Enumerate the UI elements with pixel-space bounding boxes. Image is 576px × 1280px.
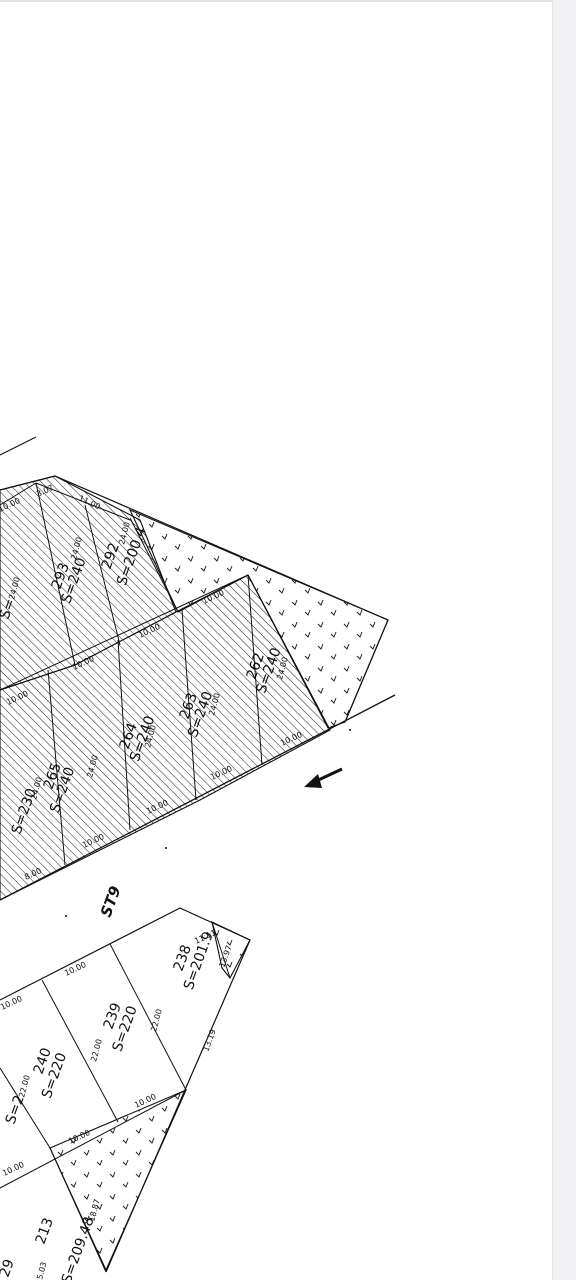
lot-number: 213 bbox=[33, 1216, 57, 1247]
lot-line bbox=[47, 669, 66, 866]
lot-line bbox=[181, 609, 197, 801]
boundary-line bbox=[0, 436, 37, 456]
viewer-top-border bbox=[0, 0, 552, 2]
block-outline-south bbox=[0, 907, 251, 1273]
lot-line bbox=[35, 482, 131, 521]
vertical-scrollbar[interactable] bbox=[552, 0, 576, 1280]
lot-240: 240 S=220 bbox=[31, 1046, 70, 1101]
lot-line bbox=[117, 639, 131, 831]
lot-line bbox=[0, 482, 37, 506]
lot-line bbox=[129, 517, 179, 613]
dimension-label: 22.00 bbox=[149, 1008, 164, 1032]
dimension-label: 10.00 bbox=[63, 960, 88, 978]
lot-line bbox=[0, 1089, 187, 1189]
lot-line bbox=[109, 943, 187, 1091]
survey-point bbox=[65, 915, 67, 917]
survey-point bbox=[349, 729, 351, 731]
lot-line bbox=[211, 921, 231, 979]
lot-line bbox=[247, 574, 331, 731]
south-block: 238 S=201.9 239 S=220 240 S=220 S=2 213 … bbox=[0, 907, 251, 1280]
lot-line bbox=[0, 1067, 51, 1149]
lot-line bbox=[35, 482, 76, 666]
dimension-label: 10.00 bbox=[0, 994, 24, 1012]
north-block: S= 293 S=240 292 S=200.4 S=230 265 S=240… bbox=[0, 436, 396, 901]
lot-area: S=209.48 bbox=[59, 1215, 98, 1280]
site-plan-drawing: S= 293 S=240 292 S=200.4 S=230 265 S=240… bbox=[0, 436, 396, 1280]
lot-line bbox=[41, 979, 119, 1123]
lot-line bbox=[49, 1147, 107, 1273]
street-label: ST9 bbox=[97, 884, 125, 920]
dimension-label: 5.03 bbox=[35, 1261, 48, 1280]
lot-line bbox=[84, 504, 121, 646]
direction-arrow-icon bbox=[304, 767, 343, 788]
dimension-label: 22.00 bbox=[17, 1074, 32, 1098]
dimension-label: 10.00 bbox=[1, 1160, 26, 1178]
lot-line bbox=[247, 574, 263, 766]
survey-point bbox=[165, 847, 167, 849]
drawing-viewer[interactable]: S= 293 S=240 292 S=200.4 S=230 265 S=240… bbox=[0, 0, 552, 1280]
lot-line-mid bbox=[0, 574, 249, 691]
dimension-label: 22.00 bbox=[89, 1038, 104, 1062]
lot-area-partial: 29 bbox=[0, 1257, 18, 1279]
dimension-label: 13.19 bbox=[201, 1028, 217, 1053]
block-outline-north bbox=[0, 475, 389, 723]
